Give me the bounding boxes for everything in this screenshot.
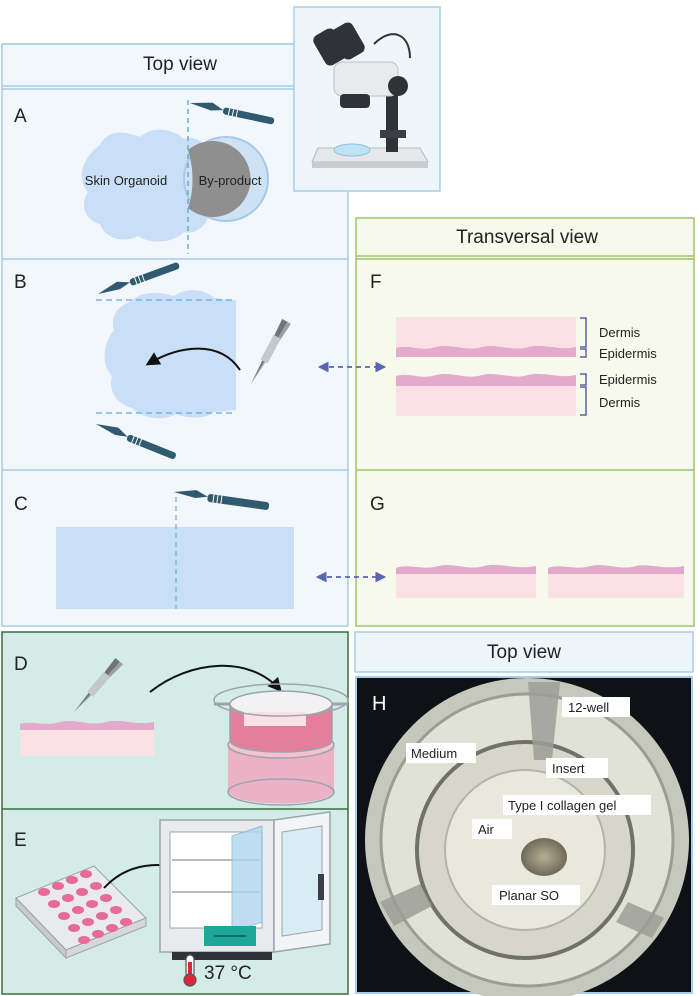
well-plate-icon xyxy=(15,865,147,960)
photo-label-collagen: Type I collagen gel xyxy=(508,798,617,813)
scalpel-icon xyxy=(96,424,176,460)
label-dermis-top: Dermis xyxy=(599,325,641,340)
skin-organoid-label: Skin Organoid xyxy=(85,173,167,188)
label-box xyxy=(406,743,476,763)
thermometer-icon xyxy=(183,954,197,987)
panel-d: D xyxy=(14,654,349,806)
photo-label-air: Air xyxy=(478,822,495,837)
panel-letter-a: A xyxy=(14,106,27,127)
label-box xyxy=(503,795,651,815)
transversal-view-header: Transversal view xyxy=(456,227,598,248)
flattened-organoid xyxy=(56,527,294,609)
temperature-label: 37 °C xyxy=(204,963,252,984)
label-dermis-bottom: Dermis xyxy=(599,395,641,410)
photo-label-insert: Insert xyxy=(552,761,585,776)
panel-e: E xyxy=(14,811,331,987)
label-epidermis-bottom: Epidermis xyxy=(599,372,657,387)
panel-letter-d: D xyxy=(14,654,28,675)
byproduct-label: By-product xyxy=(199,173,262,188)
epidermis-layer xyxy=(396,345,576,357)
dermis-layer xyxy=(548,574,684,598)
panel-a: A Skin Organoid By-product xyxy=(14,100,275,254)
microscope-icon xyxy=(311,22,429,168)
photo-header-box xyxy=(354,631,694,673)
photo-label-medium: Medium xyxy=(411,746,457,761)
panel-b: B xyxy=(14,262,291,460)
scalpel-icon xyxy=(98,262,180,294)
label-box xyxy=(546,758,608,778)
panel-f: F Dermis Epidermis Epidermis Dermis xyxy=(370,272,657,416)
transversal-view-panel: Transversal view xyxy=(355,217,695,627)
planar-so xyxy=(521,838,567,876)
epidermis-layer xyxy=(548,564,684,574)
top-view-header: Top view xyxy=(143,54,217,75)
microscope-box xyxy=(293,6,441,192)
forceps-icon xyxy=(251,319,291,384)
scalpel-icon xyxy=(174,490,270,510)
panel-letter-b: B xyxy=(14,272,27,293)
panel-g: G xyxy=(370,494,684,598)
petri-insert-icon xyxy=(213,683,349,806)
skin-organoid-shape xyxy=(81,129,217,242)
insert-arm xyxy=(528,682,560,760)
label-epidermis-top: Epidermis xyxy=(599,346,657,361)
panel-c: C xyxy=(14,490,294,609)
insert-arm xyxy=(380,884,432,926)
label-box xyxy=(492,885,580,905)
photo-header: Top view xyxy=(487,642,561,663)
byproduct-shape xyxy=(188,141,251,217)
bracket xyxy=(580,373,587,386)
dermis-layer xyxy=(396,386,576,416)
forceps-icon xyxy=(74,657,124,712)
insert-arm xyxy=(616,902,664,938)
epidermis-layer xyxy=(396,373,576,386)
bracket xyxy=(580,348,587,358)
label-box xyxy=(562,697,630,717)
panel-letter-c: C xyxy=(14,494,28,515)
dermis-layer xyxy=(20,730,154,756)
panel-letter-g: G xyxy=(370,494,385,515)
bracket xyxy=(580,386,587,416)
scalpel-icon xyxy=(190,102,275,125)
incubator-icon xyxy=(159,811,331,960)
bracket xyxy=(580,317,587,348)
photo-label-well: 12-well xyxy=(568,700,609,715)
dermis-layer xyxy=(396,317,576,349)
epidermis-layer xyxy=(20,720,154,730)
transfer-arrow xyxy=(149,664,282,693)
panel-letter-f: F xyxy=(370,272,382,293)
panel-letter-e: E xyxy=(14,830,27,851)
label-box xyxy=(472,819,512,839)
photo-panel: Top view 12-well Medium Insert Type I co… xyxy=(354,631,694,996)
epidermis-layer xyxy=(396,564,536,574)
panel-letter-h: H xyxy=(372,693,386,715)
dermis-layer xyxy=(396,574,536,598)
photo-label-planar: Planar SO xyxy=(499,888,559,903)
rotate-arrow xyxy=(145,347,241,371)
top-view-header-box xyxy=(1,43,349,87)
